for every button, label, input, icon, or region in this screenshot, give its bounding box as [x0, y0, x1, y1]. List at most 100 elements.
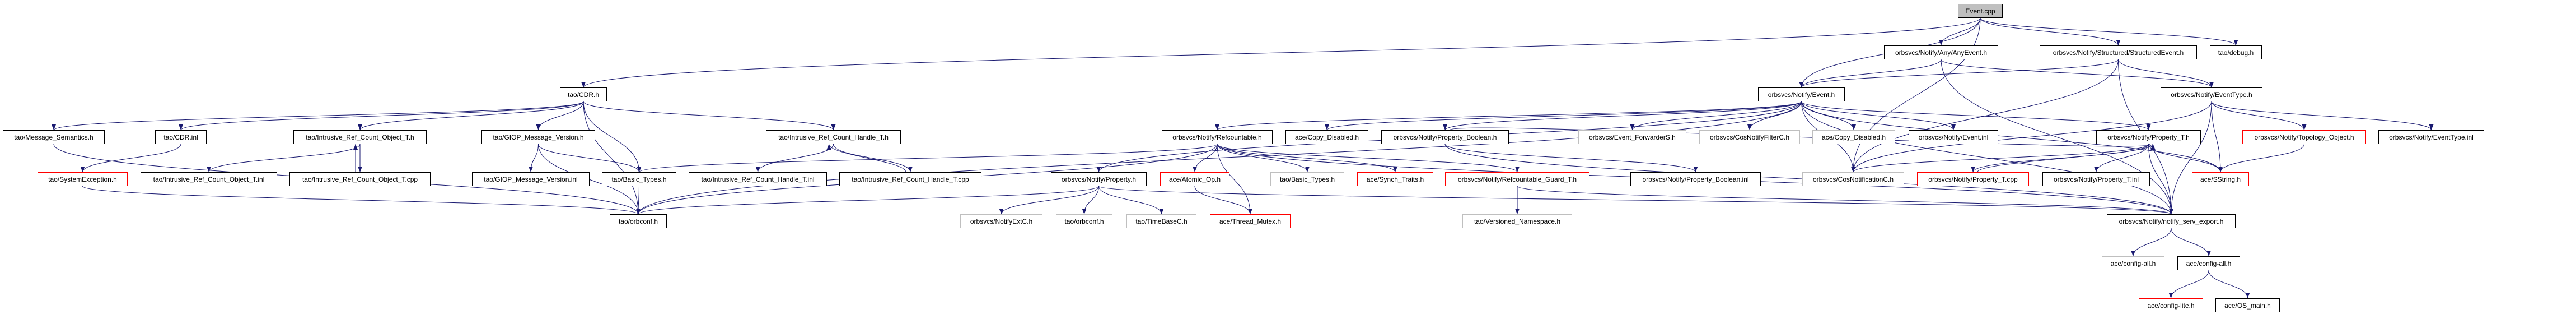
node-event-type-h[interactable]: orbsvcs/Notify/EventType.h	[2161, 87, 2262, 101]
node-timebase[interactable]: tao/TimeBaseC.h	[1126, 214, 1196, 228]
node-basic-types-b[interactable]: tao/Basic_Types.h	[602, 172, 676, 186]
edge-any_event-to-notify_serv_export	[1941, 59, 2173, 215]
node-property-h[interactable]: orbsvcs/Notify/Property.h	[1051, 172, 1147, 186]
edge-refcountable_h-to-synch_traits	[1217, 144, 1397, 173]
edge-cdr_h-to-message_semantics	[52, 101, 584, 131]
node-sstring[interactable]: ace/SString.h	[2192, 172, 2249, 186]
node-message-semantics[interactable]: tao/Message_Semantics.h	[3, 130, 105, 144]
node-synch-traits[interactable]: ace/Synch_Traits.h	[1357, 172, 1433, 186]
edge-irc_handle_h-to-irc_handle_inl	[755, 144, 834, 173]
edge-event_type_h-to-notify_serv_export	[2169, 101, 2212, 215]
node-notify-serv-export[interactable]: orbsvcs/Notify/notify_serv_export.h	[2107, 214, 2236, 228]
node-property-t-h[interactable]: orbsvcs/Notify/Property_T.h	[2096, 130, 2201, 144]
edge-event_h-to-event_forwarder	[1630, 101, 1802, 131]
edge-event_type_h-to-sstring	[2211, 101, 2223, 173]
node-property-t-cpp[interactable]: orbsvcs/Notify/Property_T.cpp	[1917, 172, 2029, 186]
edge-giop_h-to-giop_inl	[529, 144, 539, 173]
node-config-lite[interactable]: ace/config-lite.h	[2139, 298, 2203, 312]
node-notify-ext[interactable]: orbsvcs/NotifyExtC.h	[960, 214, 1042, 228]
edge-property_boolean_h-to-property_boolean_inl	[1444, 144, 1698, 173]
edge-event_h-to-copy_disabled_b	[1325, 101, 1802, 131]
edge-irc_object_h-to-irc_object_inl	[207, 144, 361, 173]
edge-property_t_h-to-cos_notification	[1851, 144, 2149, 173]
edge-cdr_h-to-basic_types_b	[583, 101, 642, 173]
edge-property_t_h-to-notify_serv_export	[2148, 144, 2173, 215]
edge-event_cpp-to-tao_debug	[1980, 17, 2238, 46]
node-irc-object-cpp[interactable]: tao/Intrusive_Ref_Count_Object_T.cpp	[289, 172, 431, 186]
edge-event_h-to-orbconf_b	[636, 101, 1802, 215]
node-giop-h[interactable]: tao/GIOP_Message_Version.h	[481, 130, 595, 144]
node-giop-inl[interactable]: tao/GIOP_Message_Version.inl	[472, 172, 590, 186]
edge-property_boolean_h-to-property_t_h	[1449, 127, 2155, 150]
edge-refcountable_h-to-atomic_op	[1193, 144, 1218, 173]
node-system-exception[interactable]: tao/SystemException.h	[38, 172, 128, 186]
node-config-all-g[interactable]: ace/config-all.h	[2102, 256, 2164, 270]
edge-event_h-to-notify_serv_export	[1801, 101, 2173, 215]
node-event-h[interactable]: orbsvcs/Notify/Event.h	[1758, 87, 1845, 101]
node-topology-object[interactable]: orbsvcs/Notify/Topology_Object.h	[2242, 130, 2366, 144]
edge-any_event-to-event_type_h	[1941, 59, 2214, 88]
node-thread-mutex[interactable]: ace/Thread_Mutex.h	[1210, 214, 1291, 228]
node-refcountable-h[interactable]: orbsvcs/Notify/Refcountable.h	[1162, 130, 1273, 144]
node-versioned-ns[interactable]: tao/Versioned_Namespace.h	[1462, 214, 1572, 228]
edge-property_t_cpp-to-property_t_h	[1977, 144, 2156, 173]
edge-event_type_h-to-cos_notification	[1851, 101, 2212, 173]
edge-basic_types_b-to-orbconf_b	[636, 186, 641, 215]
node-event-type-inl[interactable]: orbsvcs/Notify/EventType.inl	[2378, 130, 2484, 144]
node-cos-notify-filter[interactable]: orbsvcs/CosNotifyFilterC.h	[1699, 130, 1800, 144]
node-refcountable-guard[interactable]: orbsvcs/Notify/Refcountable_Guard_T.h	[1445, 172, 1589, 186]
node-copy-disabled-b[interactable]: ace/Copy_Disabled.h	[1285, 130, 1368, 144]
node-event-forwarder[interactable]: orbsvcs/Event_ForwarderS.h	[1578, 130, 1686, 144]
edge-property_t_h-to-property_t_cpp	[1971, 144, 2149, 173]
node-structured-event[interactable]: orbsvcs/Notify/Structured/StructuredEven…	[2040, 45, 2197, 59]
edge-event_h-to-cos_notify_filter	[1747, 101, 1802, 131]
node-irc-object-h[interactable]: tao/Intrusive_Ref_Count_Object_T.h	[293, 130, 427, 144]
edge-event_h-to-sstring	[1801, 101, 2223, 173]
node-property-boolean-h[interactable]: orbsvcs/Notify/Property_Boolean.h	[1381, 130, 1509, 144]
edge-structured_event-to-event_h	[1799, 59, 2119, 88]
node-cdr-h[interactable]: tao/CDR.h	[560, 87, 607, 101]
node-tao-debug[interactable]: tao/debug.h	[2210, 45, 2262, 59]
node-atomic-op[interactable]: ace/Atomic_Op.h	[1160, 172, 1229, 186]
node-cos-notification[interactable]: orbsvcs/CosNotificationC.h	[1802, 172, 1904, 186]
node-any-event[interactable]: orbsvcs/Notify/Any/AnyEvent.h	[1884, 45, 1998, 59]
edge-system_exception-to-orbconf_b	[82, 186, 641, 215]
node-irc-handle-h[interactable]: tao/Intrusive_Ref_Count_Handle_T.h	[766, 130, 901, 144]
edge-property_h-to-orbconf_b	[636, 186, 1099, 215]
edge-notify_serv_export-to-config_all_g	[2131, 228, 2172, 257]
node-orbconf-b[interactable]: tao/orbconf.h	[610, 214, 667, 228]
edge-refcountable_h-to-basic_types_b	[637, 144, 1218, 173]
node-irc-object-inl[interactable]: tao/Intrusive_Ref_Count_Object_T.inl	[141, 172, 277, 186]
node-event-cpp: Event.cpp	[1958, 4, 2003, 18]
node-property-t-inl[interactable]: orbsvcs/Notify/Property_T.inl	[2042, 172, 2150, 186]
edge-cdr_h-to-cdr_inl	[179, 101, 584, 131]
node-copy-disabled-g[interactable]: ace/Copy_Disabled.h	[1812, 130, 1895, 144]
node-irc-handle-inl[interactable]: tao/Intrusive_Ref_Count_Handle_T.inl	[689, 172, 827, 186]
node-event-inl[interactable]: orbsvcs/Notify/Event.inl	[1909, 130, 1998, 144]
edge-irc_handle_h-to-irc_handle_cpp	[833, 144, 913, 173]
edge-any_event-to-event_h	[1799, 59, 1942, 88]
edge-topology_object-to-sstring	[2218, 144, 2304, 173]
edge-structured_event-to-cos_notification	[1851, 59, 2119, 173]
node-cdr-inl[interactable]: tao/CDR.inl	[155, 130, 207, 144]
node-config-all-b[interactable]: ace/config-all.h	[2177, 256, 2240, 270]
edge-event_type_h-to-topology_object	[2211, 101, 2307, 131]
edge-refcountable_guard-to-notify_serv_export	[1517, 186, 2173, 215]
edge-notify_serv_export-to-config_all_b	[2171, 228, 2211, 257]
edge-irc_handle_cpp-to-irc_handle_h	[826, 144, 906, 173]
node-basic-types-g[interactable]: tao/Basic_Types.h	[1270, 172, 1344, 186]
edge-refcountable_h-to-thread_mutex	[1217, 144, 1252, 215]
edge-event_cpp-to-any_event	[1939, 17, 1981, 46]
edge-structured_event-to-event_type_h	[2118, 59, 2214, 88]
node-irc-handle-cpp[interactable]: tao/Intrusive_Ref_Count_Handle_T.cpp	[839, 172, 981, 186]
edge-refcountable_h-to-basic_types_g	[1217, 144, 1310, 173]
edge-property_t_h-to-property_t_inl	[2094, 144, 2149, 173]
edge-cdr_h-to-irc_handle_h	[583, 101, 836, 131]
edge-cdr_h-to-irc_object_h	[358, 101, 584, 131]
edge-cdr_inl-to-system_exception	[80, 144, 181, 173]
node-property-boolean-inl[interactable]: orbsvcs/Notify/Property_Boolean.inl	[1630, 172, 1761, 186]
node-os-main[interactable]: ace/OS_main.h	[2215, 298, 2280, 312]
node-orbconf-g[interactable]: tao/orbconf.h	[1056, 214, 1112, 228]
edge-property_h-to-timebase	[1098, 186, 1164, 215]
